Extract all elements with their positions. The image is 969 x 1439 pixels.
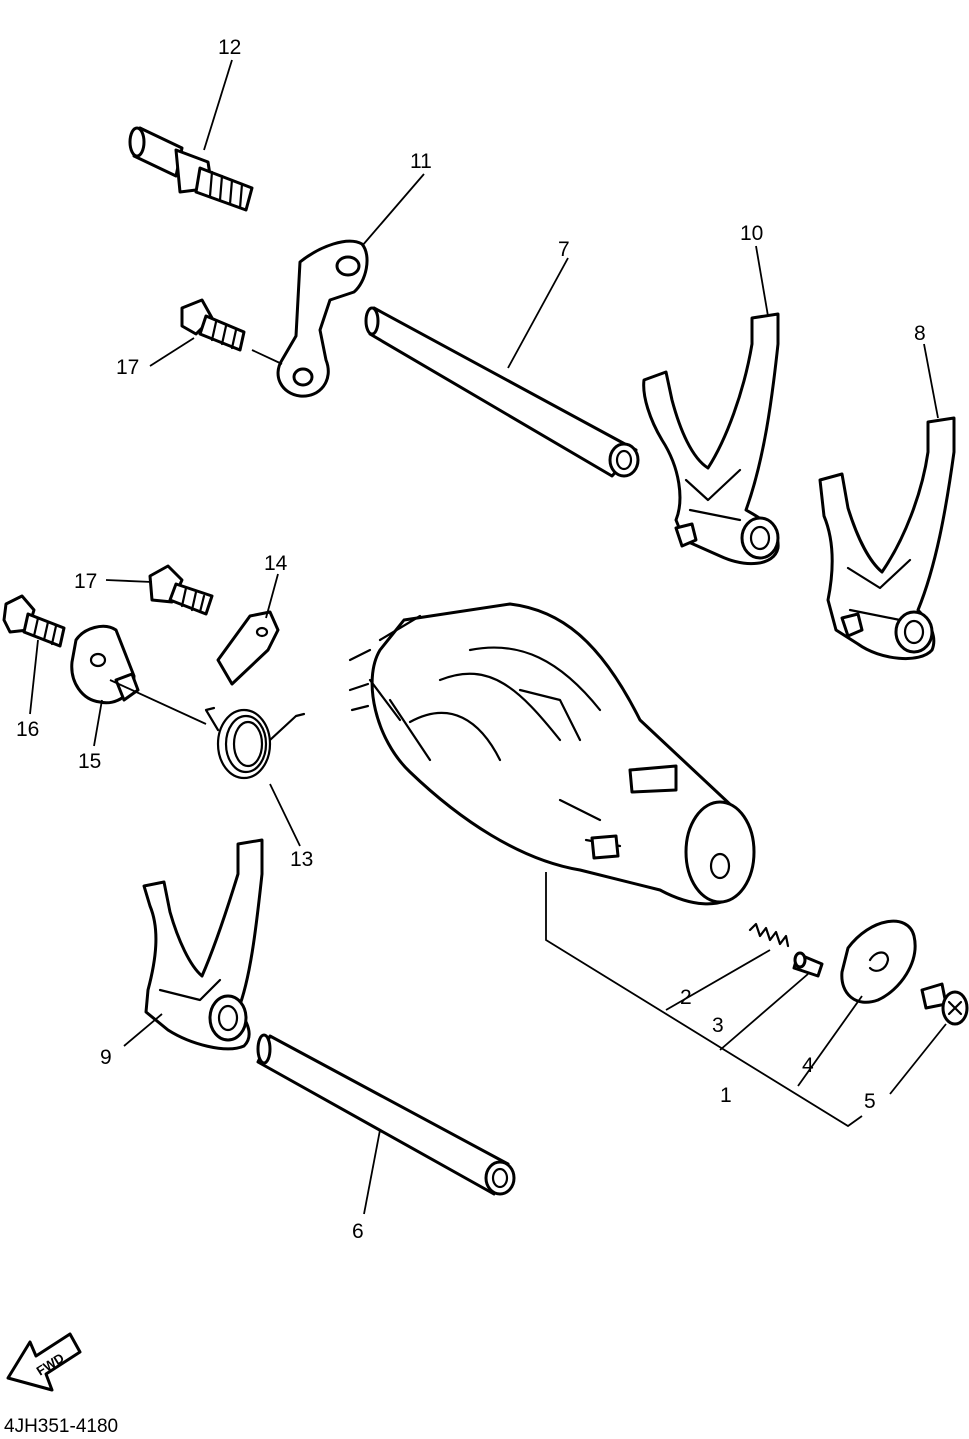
- part-13-torsion-spring: [204, 706, 306, 780]
- callout-4: 4: [802, 1054, 814, 1077]
- callout-17-top: 17: [116, 356, 139, 379]
- part-17-bolt-middle: [148, 564, 214, 616]
- callout-12: 12: [218, 36, 241, 59]
- part-17-bolt-top: [180, 298, 246, 352]
- callout-16: 16: [16, 718, 39, 741]
- part-11-stopper-lever: [276, 239, 369, 398]
- callout-5: 5: [864, 1090, 876, 1113]
- callout-13: 13: [290, 848, 313, 871]
- part-14-plate: [216, 610, 280, 686]
- part-16-bolt: [2, 594, 66, 648]
- callout-8: 8: [914, 322, 926, 345]
- callout-1: 1: [720, 1084, 732, 1107]
- part-7-guide-bar: [364, 306, 640, 478]
- callout-15: 15: [78, 750, 101, 773]
- callout-3: 3: [712, 1014, 724, 1037]
- part-12-stud-bolt: [128, 126, 254, 212]
- part-3-pin: [792, 951, 824, 978]
- callout-numbers: 1 2 3 4 5 6 7 8 9 10 11 12 13 14 15 16 1…: [16, 36, 926, 1243]
- part-4-cam-plate: [840, 919, 917, 1004]
- callout-14: 14: [264, 552, 288, 575]
- leader-lines: [29, 59, 947, 1215]
- part-15-arm-plate: [70, 624, 140, 705]
- part-9-shift-fork: [142, 838, 264, 1051]
- callout-6: 6: [352, 1220, 364, 1243]
- callout-10: 10: [740, 222, 763, 245]
- diagram-code: 4JH351-4180: [4, 1416, 118, 1437]
- fwd-arrow: FWD: [6, 1332, 82, 1392]
- part-10-shift-fork: [642, 312, 780, 566]
- callout-2: 2: [680, 986, 692, 1009]
- part-5-screw: [920, 982, 969, 1026]
- callout-17-middle: 17: [74, 570, 97, 593]
- callout-9: 9: [100, 1046, 112, 1069]
- callout-7: 7: [558, 238, 570, 261]
- part-8-shift-fork: [818, 416, 956, 661]
- part-6-guide-bar: [256, 1033, 516, 1196]
- part-2-spring: [748, 922, 790, 948]
- part-1-shift-drum: [348, 602, 756, 906]
- callout-11: 11: [410, 150, 432, 173]
